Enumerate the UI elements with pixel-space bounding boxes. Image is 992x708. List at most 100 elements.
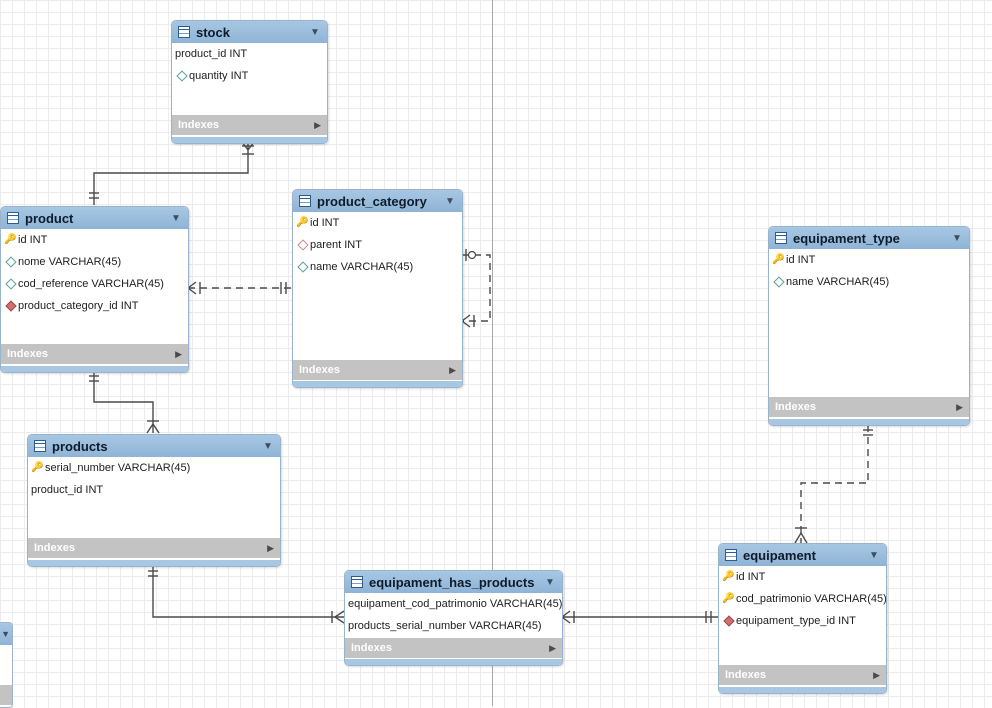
nullable-diamond-icon [296,239,309,251]
column-label: id INT [786,254,816,266]
column-row[interactable]: name VARCHAR(45) [769,271,969,293]
column-label: id INT [310,217,340,229]
table-footer [293,381,462,387]
collapse-arrow-icon[interactable]: ▼ [263,440,273,452]
table-header[interactable]: product_category ▼ [293,190,462,212]
collapse-arrow-icon[interactable]: ▼ [545,576,555,588]
table-icon [7,212,19,224]
table-equipament-has-products[interactable]: equipament_has_products ▼ equipament_cod… [344,570,563,666]
primary-key-icon: 🔑 [4,234,17,245]
expand-arrow-icon[interactable]: ▶ [873,669,880,680]
table-icon [34,440,46,452]
indexes-bar[interactable]: Indexes ▶ [719,665,886,685]
collapse-arrow-icon[interactable]: ▼ [445,195,455,207]
collapse-arrow-icon[interactable]: ▼ [1,629,10,639]
table-header[interactable]: equipament_has_products ▼ [345,571,562,593]
table-equipament[interactable]: equipament ▼ 🔑id INT 🔑cod_patrimonio VAR… [718,543,887,694]
table-header[interactable]: equipament ▼ [719,544,886,566]
table-header[interactable]: products ▼ [28,435,280,457]
indexes-bar[interactable]: Indexes ▶ [769,397,969,417]
column-row[interactable]: equipament_cod_patrimonio VARCHAR(45) [345,593,562,615]
column-row[interactable]: 🔑cod_patrimonio VARCHAR(45) [719,588,886,610]
column-row[interactable]: product_category_id INT [1,295,188,317]
table-equipament-type[interactable]: equipament_type ▼ 🔑id INT name VARCHAR(4… [768,226,970,426]
column-row[interactable]: 🔑serial_number VARCHAR(45) [28,457,280,479]
column-diamond-icon [4,256,17,268]
table-product[interactable]: product ▼ 🔑id INT nome VARCHAR(45) cod_r… [0,206,189,373]
indexes-bar[interactable] [0,685,12,705]
indexes-bar[interactable]: Indexes ▶ [28,538,280,558]
table-header[interactable]: stock ▼ [172,21,327,43]
indexes-bar[interactable]: Indexes ▶ [1,344,188,364]
column-diamond-icon [296,261,309,273]
column-row[interactable]: 🔑id INT [719,566,886,588]
collapse-arrow-icon[interactable]: ▼ [952,232,962,244]
foreign-key-diamond-icon [722,615,735,627]
table-name: product_category [317,193,427,209]
table-name: equipament [743,547,816,563]
table-icon [351,576,363,588]
indexes-bar[interactable]: Indexes ▶ [293,360,462,380]
column-label: quantity INT [189,70,249,82]
foreign-key-diamond-icon [4,300,17,312]
column-row[interactable]: 🔑id INT [1,229,188,251]
rel-product-category-self [461,249,491,328]
expand-arrow-icon[interactable]: ▶ [175,348,182,359]
table-name: product [25,210,74,226]
indexes-label: Indexes [351,642,392,654]
column-row[interactable]: products_serial_number VARCHAR(45) [345,615,562,637]
expand-arrow-icon[interactable]: ▶ [314,119,321,130]
column-diamond-icon [175,70,188,82]
column-label: product_id INT [31,484,104,496]
column-row[interactable]: equipament_type_id INT [719,610,886,632]
column-row[interactable]: parent INT [293,234,462,256]
column-label: serial_number VARCHAR(45) [45,462,191,474]
expand-arrow-icon[interactable]: ▶ [449,364,456,375]
expand-arrow-icon[interactable]: ▶ [549,642,556,653]
table-header[interactable]: equipament_type ▼ [769,227,969,249]
table-product-category[interactable]: product_category ▼ 🔑id INT parent INT na… [292,189,463,388]
table-footer [345,659,562,665]
table-name: equipament_has_products [369,574,535,590]
collapse-arrow-icon[interactable]: ▼ [310,26,320,38]
column-label: product_id INT [175,48,248,60]
column-label: equipament_type_id INT [736,615,856,627]
collapse-arrow-icon[interactable]: ▼ [171,212,181,224]
primary-key-icon: 🔑 [296,217,309,228]
primary-key-icon: 🔑 [31,462,44,473]
column-row[interactable]: 🔑id INT [769,249,969,271]
rel-equipament-equipament-has-products [561,610,718,624]
table-offscreen-partial[interactable]: ▼ [0,622,13,708]
rel-equipament-type-equipament [794,425,873,544]
indexes-bar[interactable]: Indexes ▶ [172,115,327,135]
indexes-label: Indexes [725,669,766,681]
primary-key-icon: 🔑 [722,593,735,604]
table-products[interactable]: products ▼ 🔑serial_number VARCHAR(45) pr… [27,434,281,567]
column-label: product_category_id INT [18,300,139,312]
column-row[interactable]: product_id INT [28,479,280,501]
table-header[interactable]: product ▼ [1,207,188,229]
column-row[interactable]: name VARCHAR(45) [293,256,462,278]
collapse-arrow-icon[interactable]: ▼ [869,549,879,561]
column-diamond-icon [772,276,785,288]
column-label: nome VARCHAR(45) [18,256,122,268]
expand-arrow-icon[interactable]: ▶ [956,401,963,412]
column-label: parent INT [310,239,362,251]
column-row[interactable]: quantity INT [172,65,327,87]
table-stock[interactable]: stock ▼ product_id INT quantity INT Inde… [171,20,328,144]
indexes-label: Indexes [299,364,340,376]
primary-key-icon: 🔑 [722,571,735,582]
indexes-label: Indexes [178,119,219,131]
indexes-bar[interactable]: Indexes ▶ [345,638,562,658]
column-row[interactable]: product_id INT [172,43,327,65]
rel-product-product-category [187,281,292,295]
column-row[interactable]: 🔑id INT [293,212,462,234]
column-row[interactable]: cod_reference VARCHAR(45) [1,273,188,295]
column-label: name VARCHAR(45) [310,261,414,273]
expand-arrow-icon[interactable]: ▶ [267,542,274,553]
column-row[interactable]: nome VARCHAR(45) [1,251,188,273]
table-footer [28,560,280,566]
rel-product-products [89,371,160,434]
table-footer [719,687,886,693]
